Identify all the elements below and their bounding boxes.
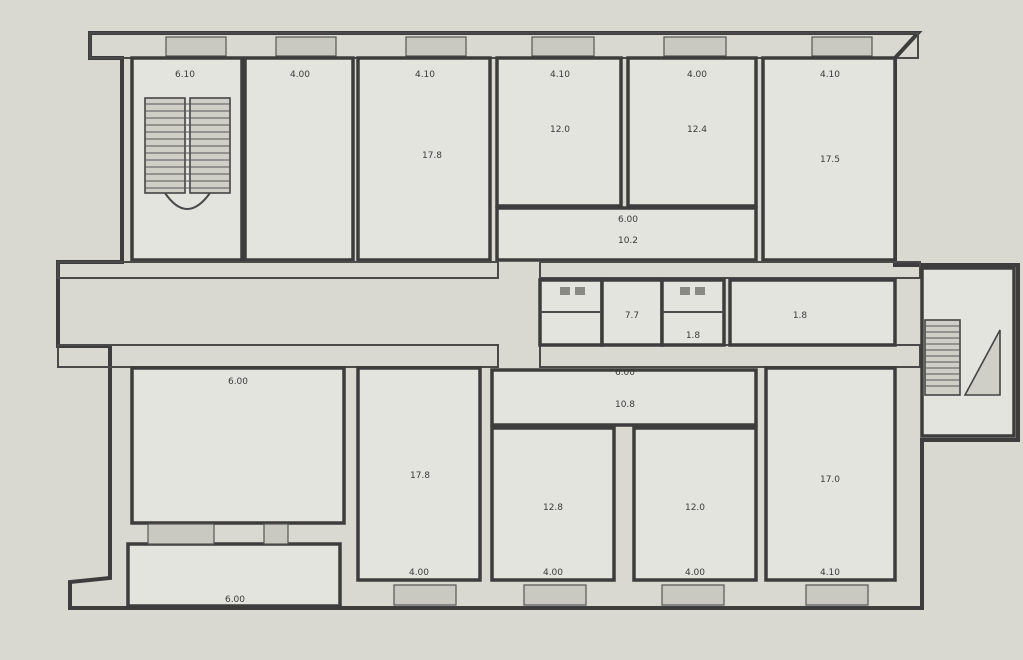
window [663, 36, 727, 57]
room-area-label: 17.8 [422, 151, 442, 161]
room-height-label: 4.00 [687, 70, 707, 80]
south-rooms [126, 366, 897, 608]
room-height-label: 6.10 [175, 70, 195, 80]
room-n3 [356, 56, 492, 262]
room-area-label: 1.8 [793, 311, 808, 321]
window [531, 36, 595, 57]
room-s1-annex [126, 542, 342, 608]
room-s2 [356, 366, 482, 582]
room-area-label: 12.0 [550, 125, 570, 135]
window [805, 584, 869, 606]
room-height-label: 4.10 [415, 70, 435, 80]
room-s6 [764, 366, 897, 582]
room-n2 [243, 56, 355, 262]
room-height-label: 4.00 [290, 70, 310, 80]
window [165, 36, 227, 57]
room-area-label: 7.7 [625, 311, 639, 321]
room-area-label: 1.8 [686, 331, 701, 341]
room-height-label: 4.00 [543, 568, 563, 578]
room-height-label: 6.00 [228, 377, 248, 387]
room-n5 [626, 56, 758, 208]
room-height-label: 6.00 [225, 595, 245, 605]
room-m1 [495, 206, 758, 262]
room-height-label: 6.00 [618, 215, 638, 225]
room-area-label: 12.4 [687, 125, 707, 135]
room-area-label: 10.8 [615, 400, 635, 410]
room-n6 [761, 56, 897, 262]
window [811, 36, 873, 57]
room-height-label: 4.10 [550, 70, 570, 80]
window [275, 36, 337, 57]
room-s5 [632, 426, 758, 582]
room-area-label: 10.2 [618, 236, 638, 246]
room-height-label: 4.10 [820, 568, 840, 578]
window [393, 584, 457, 606]
room-area-label: 17.5 [820, 155, 840, 165]
room-area-label: 12.0 [685, 503, 705, 513]
room-area-label: 12.8 [543, 503, 563, 513]
middle-block [538, 278, 897, 347]
room-s1 [130, 366, 346, 525]
staircase-right [920, 266, 1016, 438]
room-height-label: 4.00 [685, 568, 705, 578]
room-area-label: 17.0 [820, 475, 840, 485]
room-s3 [490, 368, 758, 427]
room-height-label: 4.00 [409, 568, 429, 578]
north-rooms [130, 56, 897, 262]
room-labels: 6.10 4.00 4.10 4.10 4.00 4.10 17.8 12.0 … [175, 70, 840, 605]
top-windows [165, 36, 873, 57]
window [523, 584, 587, 606]
room-s4 [490, 426, 616, 582]
bottom-windows [393, 584, 869, 606]
room-height-label: 6.00 [615, 368, 635, 378]
room-m4 [728, 278, 897, 347]
staircase-left [144, 97, 231, 210]
window [661, 584, 725, 606]
room-height-label: 4.10 [820, 70, 840, 80]
s1-windows [147, 523, 289, 545]
room-area-label: 17.8 [410, 471, 430, 481]
window [405, 36, 467, 57]
room-n4 [495, 56, 623, 208]
